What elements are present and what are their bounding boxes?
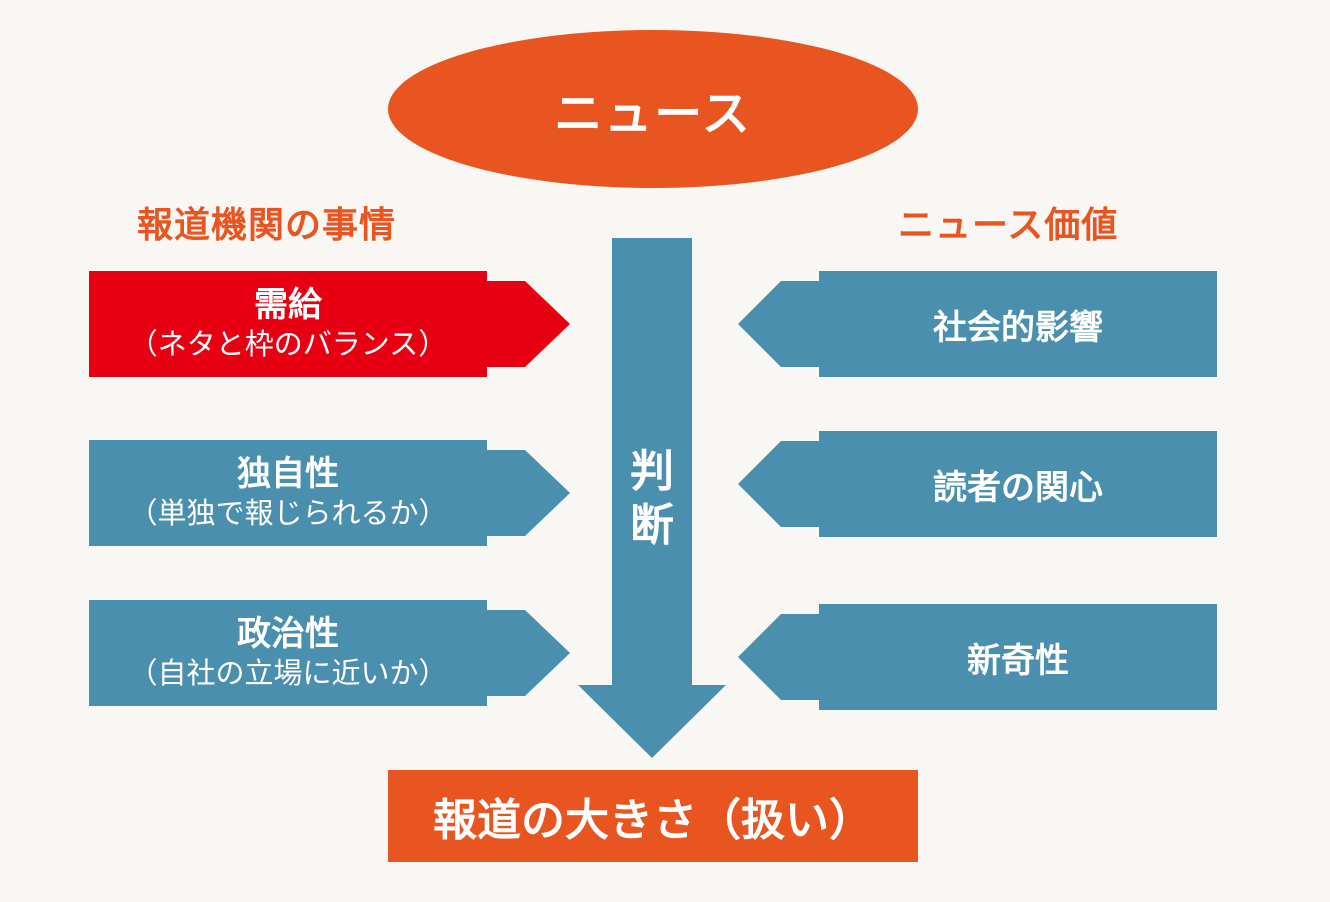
judgment-arrow-shape (578, 238, 726, 758)
right-item-novelty: 新奇性 (819, 604, 1217, 710)
judgment-label-line1: 判 (630, 446, 674, 497)
left-item-supply-demand: 需給 （ネタと枠のバランス） (89, 271, 487, 377)
right-heading: ニュース価値 (898, 205, 1119, 246)
left-item-title: 独自性 (237, 454, 339, 494)
left-item-subtitle: （ネタと枠のバランス） (128, 327, 448, 361)
left-item-title: 需給 (254, 285, 322, 325)
result-box: 報道の大きさ（扱い） (388, 770, 918, 862)
right-item-social-impact: 社会的影響 (819, 271, 1217, 377)
right-item-reader-interest: 読者の関心 (819, 431, 1217, 537)
left-item-subtitle: （自社の立場に近いか） (128, 656, 448, 690)
judgment-label: 判 断 (612, 445, 692, 553)
right-item-label: 新奇性 (967, 640, 1069, 681)
news-ellipse: ニュース (388, 30, 918, 188)
judgment-label-line2: 断 (630, 500, 674, 551)
right-item-label: 社会的影響 (933, 307, 1103, 348)
left-item-title: 政治性 (237, 614, 339, 654)
result-label: 報道の大きさ（扱い） (433, 795, 873, 846)
left-item-originality: 独自性 （単独で報じられるか） (89, 440, 487, 546)
news-label: ニュース (554, 86, 752, 142)
left-item-subtitle: （単独で報じられるか） (128, 496, 448, 530)
right-item-label: 読者の関心 (933, 467, 1103, 508)
left-heading: 報道機関の事情 (137, 205, 397, 246)
left-item-politics: 政治性 （自社の立場に近いか） (89, 600, 487, 706)
